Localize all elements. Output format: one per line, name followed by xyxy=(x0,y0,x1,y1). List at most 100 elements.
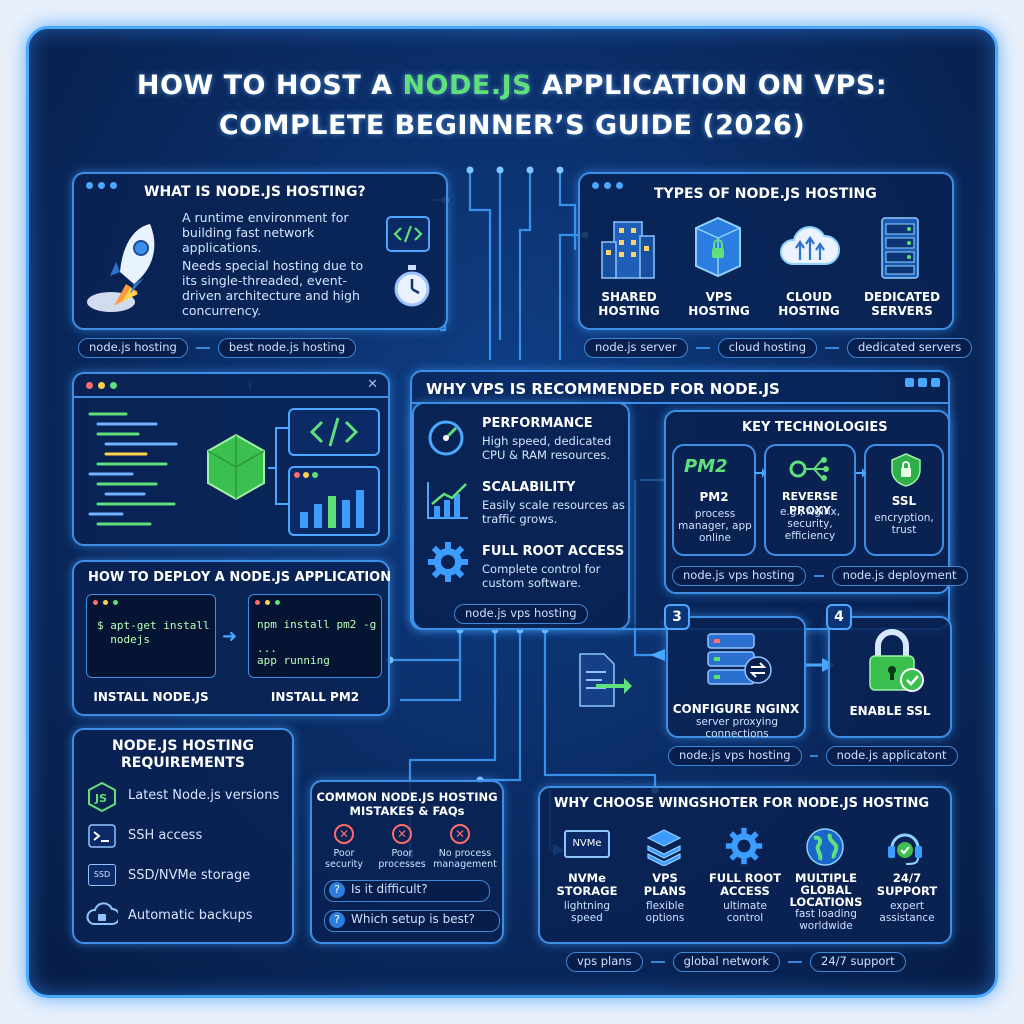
panel-what-is: WHAT IS NODE.JS HOSTING? A runtime envir… xyxy=(72,172,448,330)
panel-key-tech: KEY TECHNOLOGIES PM2 PM2 process manager… xyxy=(664,410,968,594)
tag-nodejs-vps-hosting-3[interactable]: node.js vps hosting xyxy=(668,746,802,766)
what-is-tags: node.js hosting best node.js hosting xyxy=(78,338,357,358)
tech-ssl-desc: encryption, trust xyxy=(874,512,934,536)
panel-why-choose: WHY CHOOSE WINGSHOTER FOR NODE.JS HOSTIN… xyxy=(538,786,952,944)
mistake-processes: Poor processes xyxy=(378,848,426,870)
benefit-performance-title: PERFORMANCE xyxy=(482,416,593,431)
panel-types: TYPES OF NODE.JS HOSTING SHARED HOSTING … xyxy=(578,172,954,330)
close-icon[interactable]: ✕ xyxy=(367,377,378,392)
server-rack-icon xyxy=(881,217,919,279)
window-dots xyxy=(86,182,117,189)
shield-lock-icon xyxy=(891,453,921,487)
step-number-3: 3 xyxy=(664,604,690,630)
question-icon: ? xyxy=(329,911,345,928)
tag-nodejs-deployment[interactable]: node.js deployment xyxy=(831,566,968,586)
server-swap-icon xyxy=(707,633,772,685)
deploy-label-nodejs: INSTALL NODE.JS xyxy=(93,690,209,704)
tag-nodejs-vps-hosting-2[interactable]: node.js vps hosting xyxy=(672,566,806,586)
window-dots xyxy=(255,600,280,605)
window-dots xyxy=(86,382,117,389)
key-tech-title: KEY TECHNOLOGIES xyxy=(742,420,888,435)
tag-best-nodejs-hosting[interactable]: best node.js hosting xyxy=(217,338,357,358)
bar-chart-window-icon xyxy=(288,466,380,536)
tech-ssl-name: SSL xyxy=(891,494,917,508)
mistake-no-process: No process management xyxy=(433,848,497,870)
support-headset-icon xyxy=(888,833,922,865)
tech-card-ssl: SSL encryption, trust xyxy=(864,444,944,556)
panel-requirements: NODE.JS HOSTING REQUIREMENTS JS Latest N… xyxy=(72,728,294,944)
choose-support-title: 24/7 SUPPORT xyxy=(876,871,938,898)
faq-best-setup[interactable]: ?Which setup is best? xyxy=(324,910,500,932)
why-choose-title: WHY CHOOSE WINGSHOTER FOR NODE.JS HOSTIN… xyxy=(554,796,930,811)
what-is-desc-1: A runtime environment for building fast … xyxy=(182,210,349,255)
tech-arrows xyxy=(754,468,866,478)
x-circle-icon: ✕ xyxy=(450,824,470,844)
terminal-1-text: $ apt-get install nodejs xyxy=(97,619,210,646)
file-transfer-icon xyxy=(579,653,632,707)
nvme-icon: NVMe xyxy=(564,830,610,858)
terminal-icon xyxy=(88,824,116,848)
benefit-performance-desc: High speed, dedicated CPU & RAM resource… xyxy=(482,434,612,462)
what-is-title: WHAT IS NODE.JS HOSTING? xyxy=(144,184,366,200)
building-icon xyxy=(601,221,655,279)
panel-vps-benefits: PERFORMANCE High speed, dedicated CPU & … xyxy=(412,402,630,630)
choose-support-desc: expert assistance xyxy=(879,900,935,924)
code-lines-icon xyxy=(88,412,178,526)
x-circle-icon: ✕ xyxy=(334,824,354,844)
cloud-icon xyxy=(780,226,841,265)
terminal-2-text: npm install pm2 -g ... app running xyxy=(257,618,377,667)
requirement-nodejs: Latest Node.js versions xyxy=(128,788,280,803)
benefit-root-desc: Complete control for custom software. xyxy=(482,562,601,590)
panel-mistakes: COMMON NODE.JS HOSTING MISTAKES & FAQs ✕… xyxy=(310,780,504,944)
steps-tags: node.js vps hosting node.js applicatont xyxy=(668,746,958,766)
benefit-root-title: FULL ROOT ACCESS xyxy=(482,544,625,559)
connector-arrows xyxy=(268,424,290,508)
globe-icon xyxy=(806,828,844,866)
tech-reverse-proxy-desc: e.g., Nginx, security, efficiency xyxy=(779,506,841,542)
tag-nodejs-application[interactable]: node.js applicatont xyxy=(825,746,958,766)
nodejs-hexagon-icon xyxy=(207,433,265,501)
tag-nodejs-hosting[interactable]: node.js hosting xyxy=(78,338,188,358)
tech-card-reverse-proxy: REVERSE PROXY e.g., Nginx, security, eff… xyxy=(764,444,856,556)
mistakes-title: COMMON NODE.JS HOSTING MISTAKES & FAQs xyxy=(316,790,498,818)
tag-dedicated-servers[interactable]: dedicated servers xyxy=(847,338,973,358)
x-circle-icon: ✕ xyxy=(392,824,412,844)
tech-reverse-proxy-name: REVERSE PROXY xyxy=(782,490,838,517)
tag-nodejs-server[interactable]: node.js server xyxy=(584,338,688,358)
requirement-backups: Automatic backups xyxy=(128,908,253,923)
tag-vps-plans[interactable]: vps plans xyxy=(566,952,643,972)
types-tags: node.js server cloud hosting dedicated s… xyxy=(584,338,973,358)
tag-global-network[interactable]: global network xyxy=(672,952,781,972)
faq-difficult[interactable]: ?Is it difficult? xyxy=(324,880,490,902)
code-window-icon xyxy=(386,216,430,252)
gear-icon xyxy=(428,542,468,582)
tech-pm2-desc: process manager, app online xyxy=(678,508,752,544)
tag-24-7-support[interactable]: 24/7 support xyxy=(810,952,906,972)
why-vps-title: WHY VPS IS RECOMMENDED FOR NODE.JS xyxy=(426,380,780,398)
growth-chart-icon xyxy=(427,482,468,519)
choose-tags: vps plans global network 24/7 support xyxy=(566,952,906,972)
tag-nodejs-vps-hosting[interactable]: node.js vps hosting xyxy=(454,604,588,624)
choose-vps-title: VPS PLANS xyxy=(643,871,687,898)
choose-nvme-desc: lightning speed xyxy=(563,900,611,924)
stack-layers-icon xyxy=(646,829,682,866)
tag-cloud-hosting[interactable]: cloud hosting xyxy=(717,338,818,358)
tech-pm2-name: PM2 xyxy=(699,490,729,504)
step3-desc: server proxying connections xyxy=(695,716,779,740)
requirement-storage: SSD/NVMe storage xyxy=(128,868,251,883)
benefit-scalability-desc: Easily scale resources as traffic grows. xyxy=(482,498,625,526)
nodejs-icon: JS xyxy=(88,782,116,812)
svg-text:JS: JS xyxy=(94,792,107,805)
step4-title: ENABLE SSL xyxy=(849,704,931,718)
cloud-backup-icon xyxy=(86,902,118,925)
choose-locations-desc: fast loading worldwide xyxy=(795,908,857,932)
types-label-vps: VPS HOSTING xyxy=(688,290,750,318)
terminal-install-nodejs: $ apt-get install nodejs xyxy=(86,594,216,678)
window-controls xyxy=(905,378,940,387)
types-label-shared: SHARED HOSTING xyxy=(598,290,660,318)
panel-configure-nginx: CONFIGURE NGINX server proxying connecti… xyxy=(666,616,806,740)
question-icon: ? xyxy=(329,881,345,898)
window-dots xyxy=(592,182,623,189)
types-label-dedicated: DEDICATED SERVERS xyxy=(863,290,941,318)
key-tech-tags: node.js vps hosting node.js deployment xyxy=(672,566,968,586)
